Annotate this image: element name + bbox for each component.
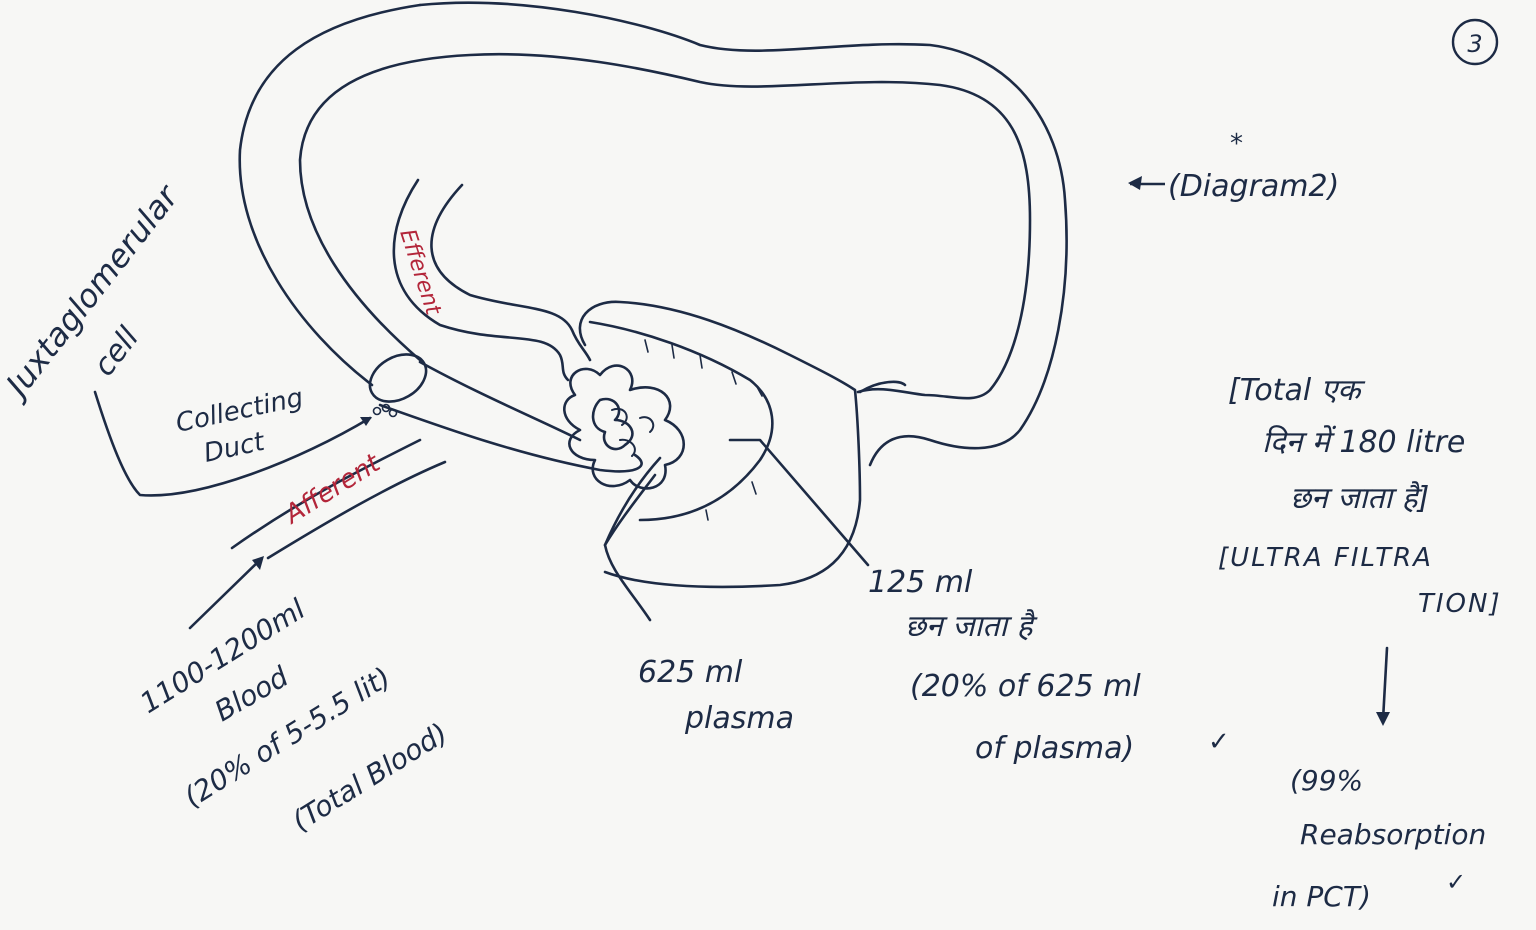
reabsorption-check: ✓ — [1446, 868, 1466, 896]
tubule-top-arc — [420, 3, 1067, 465]
filtrate-volume: 125 ml — [868, 565, 973, 600]
efferent-label: Efferent — [394, 226, 446, 319]
diagram-label: (Diagram2) — [1168, 169, 1339, 204]
filtrate-check: ✓ — [1208, 727, 1230, 757]
side-note-line1: [Total एक — [1228, 373, 1366, 408]
reabsorption-arrow — [1383, 648, 1387, 720]
blood-arrow-head — [252, 556, 264, 570]
filtrate-hindi: छन जाता है — [905, 609, 1039, 644]
tube-opening — [362, 345, 435, 411]
page-number: 3 — [1467, 30, 1482, 58]
filtrate-of-plasma: of plasma) — [975, 731, 1134, 766]
efferent-inner — [431, 185, 590, 360]
pct-ticks — [645, 340, 762, 520]
reabsorption-line3: in PCT) — [1272, 880, 1371, 913]
cell-label: cell — [87, 320, 147, 383]
duct-lower-wall — [380, 405, 642, 471]
reabsorption-arrow-head — [1376, 712, 1390, 726]
plasma-volume: 625 ml — [638, 655, 743, 690]
blood-arrow-line — [190, 560, 260, 628]
filtrate-percent: (20% of 625 ml — [910, 669, 1141, 704]
duct-label: Duct — [201, 427, 268, 469]
tubule-outer-wall — [240, 5, 420, 385]
jg-cell-1 — [374, 408, 381, 415]
bowman-capsule — [580, 302, 860, 587]
diagram-asterisk: * — [1230, 129, 1243, 159]
side-note-line3: छन जाता है] — [1290, 481, 1429, 516]
plasma-word: plasma — [684, 701, 794, 736]
reabsorption-line2: Reabsorption — [1300, 818, 1486, 851]
side-note-line2: दिन में 180 litre — [1262, 425, 1465, 460]
side-note-line5: TION] — [1418, 589, 1502, 619]
side-note-line4: [ULTRA FILTRA — [1218, 543, 1433, 573]
juxtaglomerular-label: Juxtaglomerular — [0, 177, 187, 408]
tubule-inner-wall — [300, 54, 1030, 398]
reabsorption-line1: (99% — [1290, 764, 1363, 797]
